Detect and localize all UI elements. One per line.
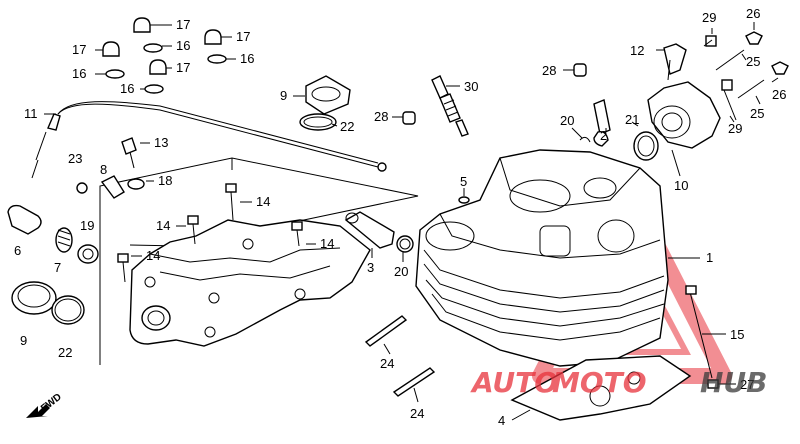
callout-25: 25: [746, 54, 760, 69]
callout-14: 14: [146, 248, 160, 263]
callout-20: 20: [560, 113, 574, 128]
dowel-part: [458, 188, 470, 204]
callout-14: 14: [156, 218, 170, 233]
oil-passage-part: [344, 211, 414, 262]
callout-3: 3: [367, 260, 374, 275]
callout-11: 11: [24, 106, 38, 121]
bolt-group-14: [117, 183, 316, 283]
cylinder-head-part: [415, 149, 700, 367]
stud-group-24: [364, 315, 436, 403]
fwd-label: FWD: [39, 392, 64, 415]
callout-17: 17: [236, 29, 250, 44]
callout-leaders-top-left: [95, 24, 236, 90]
forward-arrow-icon: [26, 404, 50, 418]
spark-plug-part: [392, 63, 587, 137]
callout-6: 6: [14, 243, 21, 258]
watermark-word-moto: MOTO: [552, 366, 647, 399]
callout-14: 14: [320, 236, 334, 251]
cap-nut-group: [102, 17, 227, 94]
watermark-word-auto: AUTO: [470, 366, 558, 399]
callout-17: 17: [176, 17, 190, 32]
filler-cap-part: [11, 281, 85, 325]
callout-19: 19: [80, 218, 94, 233]
callout-15: 15: [730, 327, 744, 342]
callout-26: 26: [746, 6, 760, 21]
callout-8: 8: [100, 162, 107, 177]
callout-9: 9: [280, 88, 287, 103]
callout-4: 4: [498, 413, 505, 428]
callout-22: 22: [340, 119, 354, 134]
callout-1: 1: [706, 250, 713, 265]
top-cap-part: [293, 75, 351, 131]
callout-30: 30: [464, 79, 478, 94]
head-gasket-part: [510, 355, 692, 421]
callout-24: 24: [410, 406, 424, 421]
callout-23: 23: [68, 151, 82, 166]
callout-25: 25: [750, 106, 764, 121]
watermark-text: AUTO MOTO HUB: [470, 366, 768, 399]
callout-14: 14: [256, 194, 270, 209]
callout-29: 29: [728, 121, 742, 136]
intake-manifold-part: [571, 81, 721, 177]
callout-10: 10: [674, 178, 688, 193]
callout-29: 29: [702, 10, 716, 25]
callout-2: 2: [600, 128, 607, 143]
callout-24: 24: [380, 356, 394, 371]
callout-labels: 17 17 16 17 16 16 17 16 9 22 30 28 28 11…: [14, 6, 786, 428]
long-bolt-part: [685, 285, 736, 389]
callout-12: 12: [630, 43, 644, 58]
callout-9: 9: [20, 333, 27, 348]
callout-21: 21: [625, 112, 639, 127]
watermark-word-hub: HUB: [700, 366, 768, 399]
callout-7: 7: [54, 260, 61, 275]
callout-20: 20: [394, 264, 408, 279]
bracket-part: [656, 22, 789, 123]
callout-18: 18: [158, 173, 172, 188]
callout-16: 16: [72, 66, 86, 81]
callout-28: 28: [374, 109, 388, 124]
callout-17: 17: [72, 42, 86, 57]
callout-26: 26: [772, 87, 786, 102]
callout-16: 16: [176, 38, 190, 53]
callout-5: 5: [460, 174, 467, 189]
callout-16: 16: [120, 81, 134, 96]
callout-27: 27: [740, 377, 754, 392]
callout-16: 16: [240, 51, 254, 66]
rocker-cover-part: [129, 219, 371, 347]
callout-17: 17: [176, 60, 190, 75]
callout-22: 22: [58, 345, 72, 360]
left-small-parts: [7, 137, 154, 264]
callout-28: 28: [542, 63, 556, 78]
cable-part: [31, 101, 387, 179]
callout-13: 13: [154, 135, 168, 150]
